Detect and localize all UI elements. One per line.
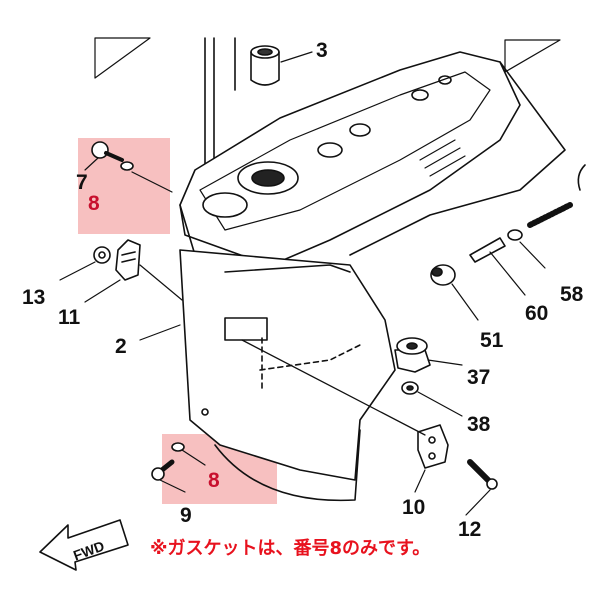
callout-38: 38 [467,413,491,436]
callout-7: 7 [76,171,88,194]
fwd-arrow: FWD [39,519,129,571]
gasket-notice: ※ガスケットは、番号8のみです。 [150,538,431,559]
callout-9: 9 [180,504,192,527]
callout-3: 3 [316,39,328,62]
callout-58: 58 [560,283,584,306]
callout-51: 51 [480,329,504,352]
casing-top-plate [179,51,521,271]
callout-60: 60 [525,302,549,325]
frame-corner-top-left [94,37,151,79]
callout-13: 13 [22,286,46,309]
callout-10: 10 [402,496,426,519]
callout-8-top: 8 [88,192,100,215]
callout-11: 11 [58,306,81,329]
callout-12: 12 [458,518,482,541]
callout-8-bottom: 8 [208,469,220,492]
frame-corner-top-right [504,39,561,73]
callout-37: 37 [467,366,491,389]
lower-casing-body [179,249,396,481]
callout-2: 2 [115,335,127,358]
